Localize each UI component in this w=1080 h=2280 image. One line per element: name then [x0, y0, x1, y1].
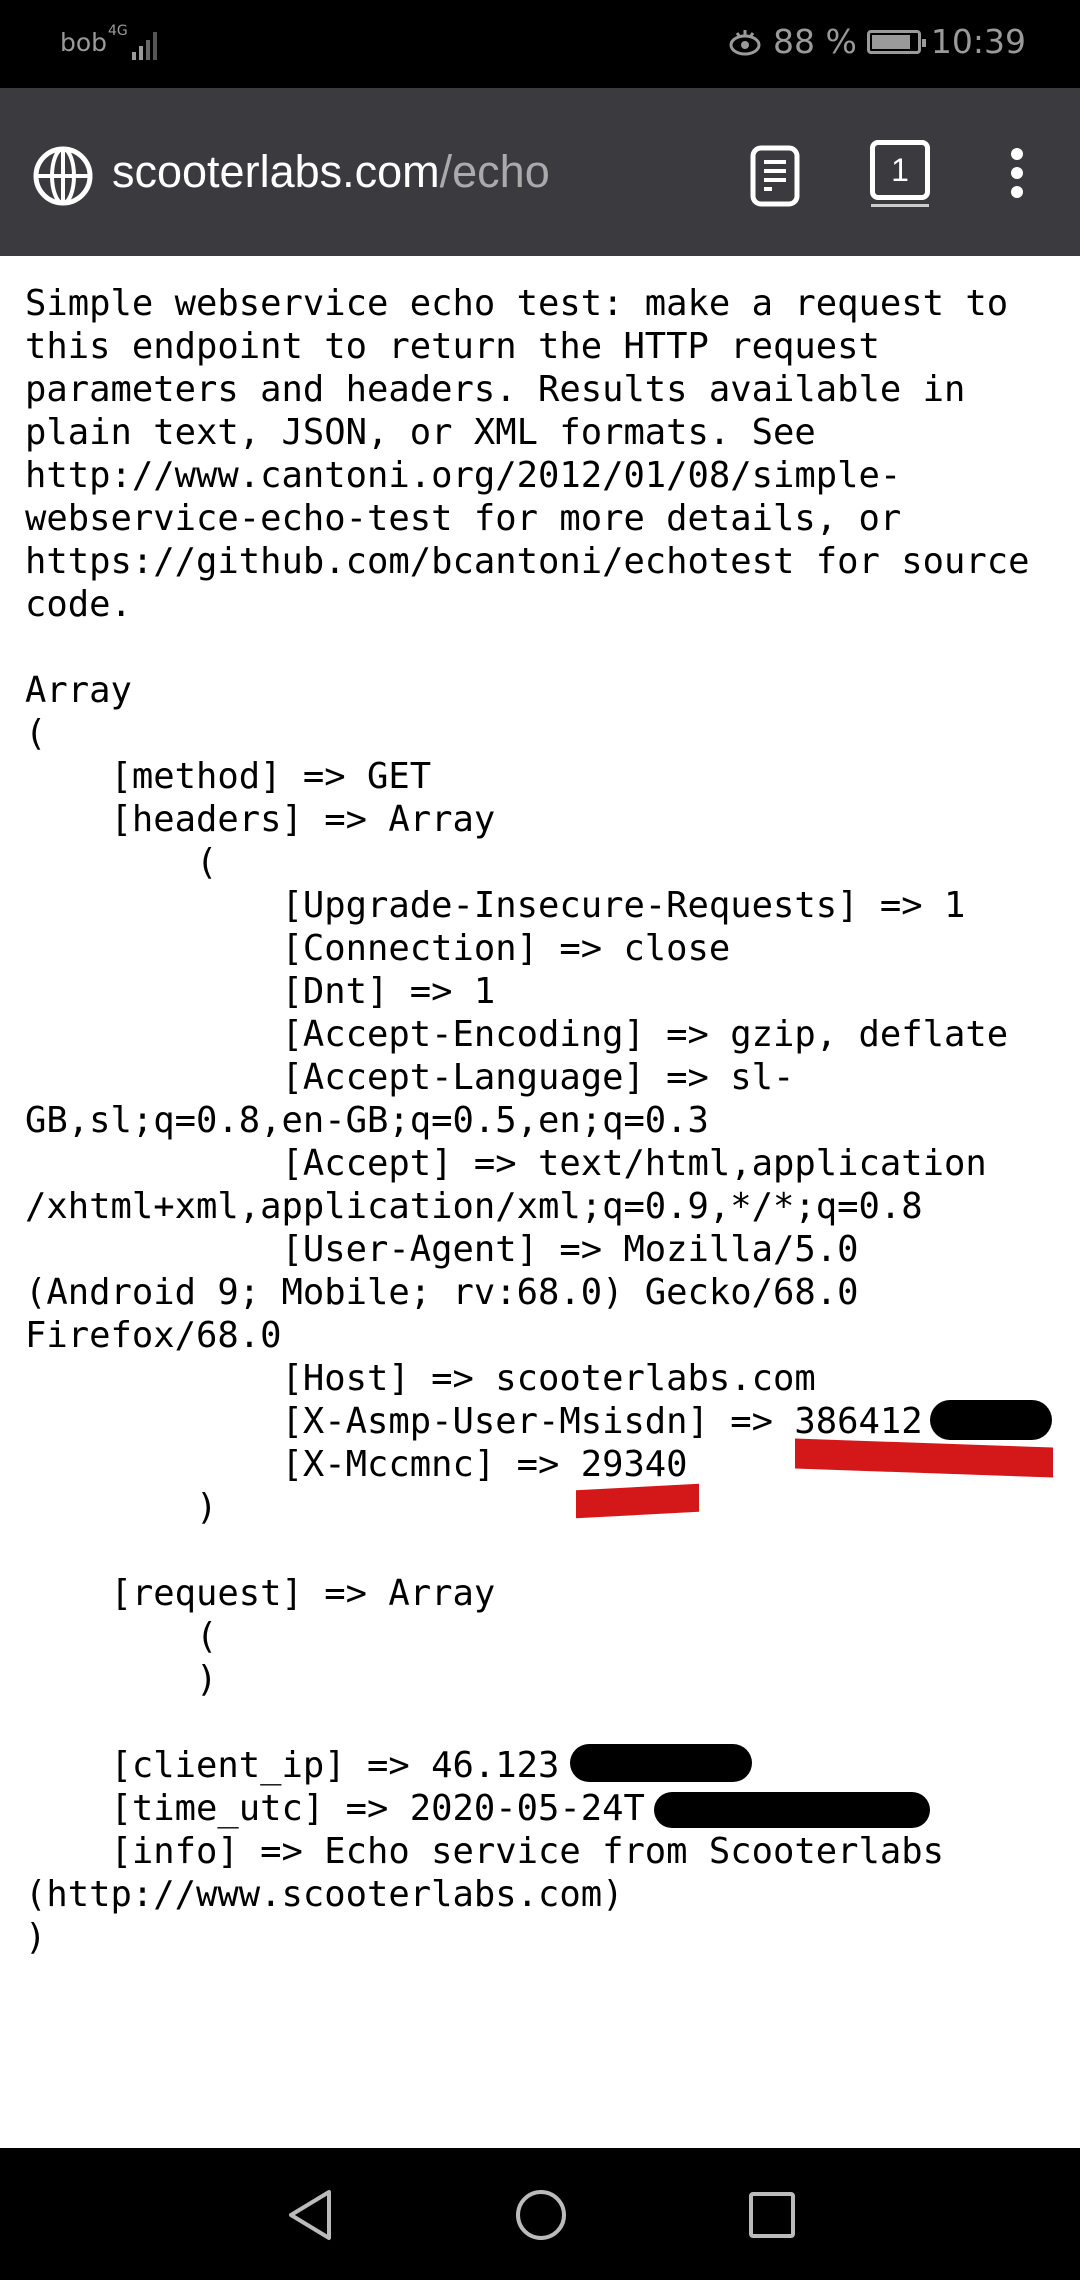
carrier-label: bob [60, 28, 108, 57]
echo-response-text: Simple webservice echo test: make a requ… [25, 282, 1030, 1959]
text-line: [X-Asmp-User-Msisdn] => 386412 [25, 1401, 923, 1442]
text-line: [method] => GET [25, 756, 432, 797]
text-line: [Accept-Encoding] => gzip, deflate [25, 1014, 1009, 1055]
home-icon[interactable] [514, 2188, 568, 2242]
text-line: ) [25, 1487, 218, 1528]
text-line: Array [25, 670, 132, 711]
overflow-menu-icon[interactable] [1007, 148, 1027, 205]
url-host: scooterlabs.com [112, 146, 440, 197]
text-line: webservice-echo-test for more details, o… [25, 498, 902, 539]
globe-icon[interactable] [32, 145, 94, 207]
redaction-client-ip [570, 1744, 752, 1782]
text-line: this endpoint to return the HTTP request [25, 326, 880, 367]
redaction-msisdn [930, 1400, 1052, 1440]
text-line: parameters and headers. Results availabl… [25, 369, 966, 410]
status-bar: bob 4G 88 % 10:39 [0, 0, 1080, 88]
url-path: /echo [439, 146, 550, 197]
browser-toolbar: scooterlabs.com/echo 1 [0, 88, 1080, 256]
text-line: (Android 9; Mobile; rv:68.0) Gecko/68.0 [25, 1272, 859, 1313]
text-line: ) [25, 1917, 47, 1958]
text-line: GB,sl;q=0.8,en-GB;q=0.5,en;q=0.3 [25, 1100, 709, 1141]
text-line: [info] => Echo service from Scooterlabs [25, 1831, 945, 1872]
text-line [25, 1529, 1030, 1572]
redaction-time [654, 1792, 930, 1828]
text-line: [Accept-Language] => sl- [25, 1057, 795, 1098]
text-line: [time_utc] => 2020-05-24T [25, 1788, 645, 1829]
tabs-button[interactable]: 1 [870, 140, 930, 200]
text-line [25, 626, 1030, 669]
text-line: [Connection] => close [25, 928, 731, 969]
text-line: https://github.com/bcantoni/echotest for… [25, 541, 1030, 582]
text-line: [headers] => Array [25, 799, 496, 840]
text-line: [Dnt] => 1 [25, 971, 496, 1012]
text-line: /xhtml+xml,application/xml;q=0.9,*/*;q=0… [25, 1186, 923, 1227]
text-line: ( [25, 842, 218, 883]
battery-icon [866, 29, 926, 54]
text-line: ) [25, 1659, 218, 1700]
text-line: ( [25, 713, 47, 754]
text-line: [request] => Array [25, 1573, 496, 1614]
text-line: [User-Agent] => Mozilla/5.0 [25, 1229, 859, 1270]
text-line: Simple webservice echo test: make a requ… [25, 283, 1009, 324]
network-type: 4G [108, 23, 128, 39]
url-bar[interactable]: scooterlabs.com/echo [112, 146, 550, 198]
eye-comfort-icon [729, 29, 761, 55]
text-line: ( [25, 1616, 218, 1657]
reader-mode-icon[interactable] [750, 145, 800, 207]
text-line: [Accept] => text/html,application [25, 1143, 987, 1184]
text-line: http://www.cantoni.org/2012/01/08/simple… [25, 455, 902, 496]
text-line: Firefox/68.0 [25, 1315, 282, 1356]
signal-icon [132, 32, 157, 60]
text-line: [Upgrade-Insecure-Requests] => 1 [25, 885, 966, 926]
text-line: [Host] => scooterlabs.com [25, 1358, 816, 1399]
text-line: code. [25, 584, 132, 625]
battery-percent: 88 % [773, 22, 857, 61]
text-line [25, 1701, 1030, 1744]
text-line: [X-Mccmnc] => 29340 [25, 1444, 688, 1485]
back-icon[interactable] [285, 2188, 335, 2242]
text-line: [client_ip] => 46.123 [25, 1745, 560, 1786]
text-line: plain text, JSON, or XML formats. See [25, 412, 816, 453]
navigation-bar [0, 2148, 1080, 2280]
tabs-underline [871, 204, 929, 207]
text-line: (http://www.scooterlabs.com) [25, 1874, 624, 1915]
clock: 10:39 [930, 22, 1026, 61]
recents-icon[interactable] [745, 2188, 799, 2242]
